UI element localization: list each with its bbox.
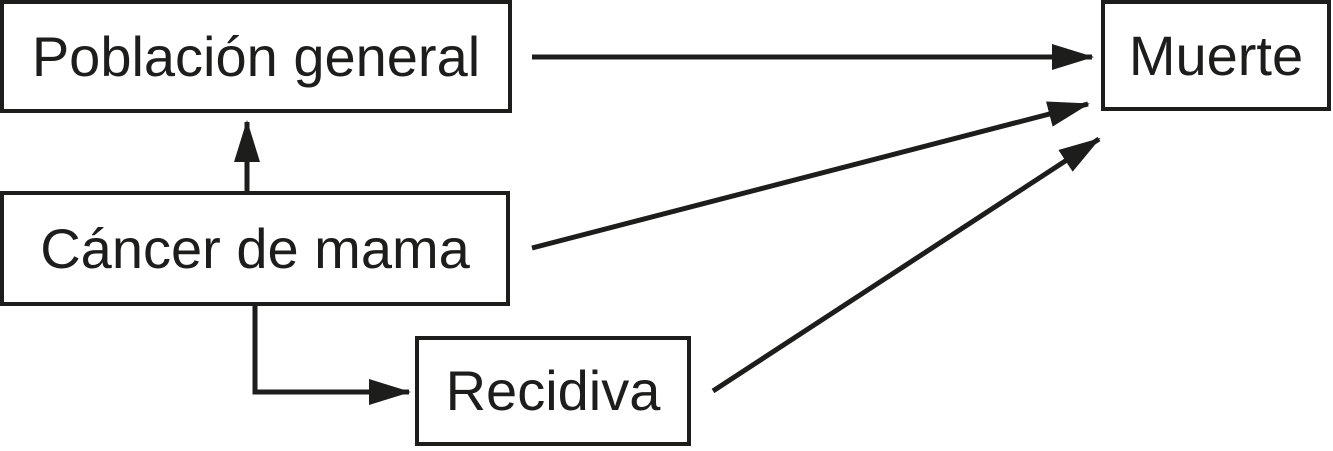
edge-cancer-de-mama-to-muerte bbox=[531, 101, 1090, 251]
edge-recidiva-to-muerte bbox=[711, 136, 1101, 394]
node-poblacion-general-label: Población general bbox=[31, 24, 481, 88]
node-recidiva-label: Recidiva bbox=[445, 359, 661, 422]
node-cancer-de-mama: Cáncer de mama bbox=[0, 191, 510, 306]
node-cancer-de-mama-label: Cáncer de mama bbox=[40, 216, 470, 280]
edge-cancer-de-mama-to-recidiva bbox=[252, 306, 411, 405]
node-muerte-label: Muerte bbox=[1128, 23, 1304, 87]
node-muerte: Muerte bbox=[1101, 0, 1331, 111]
node-recidiva: Recidiva bbox=[415, 336, 691, 446]
node-poblacion-general: Población general bbox=[0, 0, 512, 113]
